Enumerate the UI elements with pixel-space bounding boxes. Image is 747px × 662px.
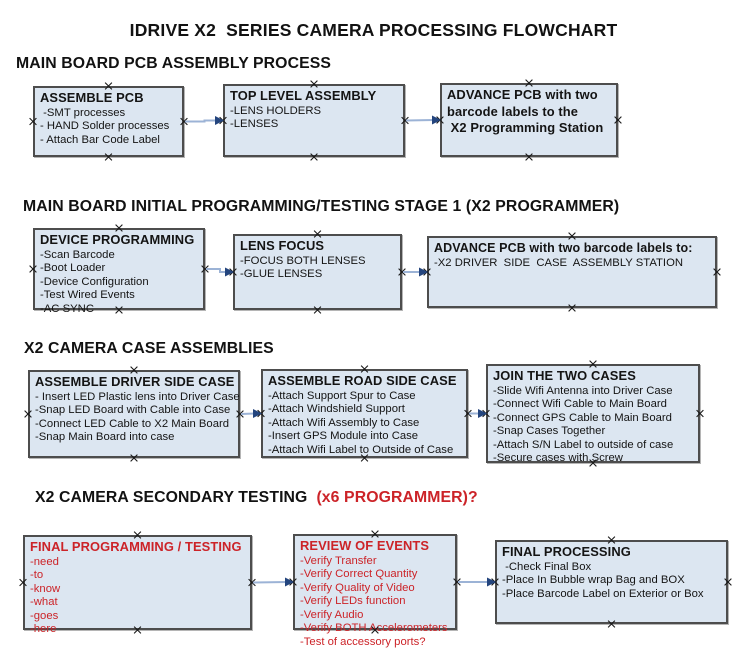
flow-arrow	[469, 409, 487, 418]
box-item: -Place In Bubble wrap Bag and BOX	[502, 574, 685, 586]
box-title-line: ASSEMBLE PCB	[40, 90, 144, 105]
flow-arrow	[185, 116, 224, 125]
section-heading-text: MAIN BOARD INITIAL PROGRAMMING/TESTING S…	[23, 198, 620, 215]
box-item: -GLUE LENSES	[240, 268, 323, 280]
box-title-line: FINAL PROGRAMMING / TESTING	[30, 539, 242, 554]
box-title-line: barcode labels to the	[447, 103, 579, 119]
box-item: -Connect GPS Cable to Main Board	[493, 411, 672, 424]
box-item: -Scan Barcode	[40, 248, 115, 261]
flow-box-final-processing: FINAL PROCESSING -Check Final Box-Place …	[495, 540, 728, 624]
box-title-line: ADVANCE PCB with two barcode labels to:	[434, 241, 693, 255]
box-item: -to	[30, 569, 44, 581]
box-title-line: DEVICE PROGRAMMING	[40, 232, 195, 247]
flow-box-assemble-driver-side-case: ASSEMBLE DRIVER SIDE CASE- Insert LED Pl…	[28, 370, 240, 458]
flow-box-advance-pcb-to-driver-side-station: ADVANCE PCB with two barcode labels to:-…	[427, 236, 717, 308]
box-item: -Insert GPS Module into Case	[268, 430, 419, 442]
section-heading-main-board-pcb-assembly: MAIN BOARD PCB ASSEMBLY PROCESS	[16, 55, 331, 73]
box-item: -Snap LED Board with Cable into Case	[35, 404, 231, 416]
flow-box-join-the-two-cases: JOIN THE TWO CASES-Slide Wifi Antenna in…	[486, 364, 700, 464]
flow-box-lens-focus: LENS FOCUS-FOCUS BOTH LENSES-GLUE LENSES	[233, 234, 402, 310]
box-item: -Check Final Box	[502, 560, 592, 573]
flow-box-top-level-assembly: TOP LEVEL ASSEMBLY-LENS HOLDERS-LENSES	[223, 84, 405, 157]
box-item: -Attach Wifi Label to Outside of Case	[268, 443, 454, 456]
section-heading-x2-camera-secondary-testing: X2 CAMERA SECONDARY TESTING (x6 PROGRAMM…	[35, 489, 478, 507]
box-item: - Insert LED Plastic lens into Driver Ca…	[35, 390, 240, 403]
box-item: -FOCUS BOTH LENSES	[240, 254, 366, 267]
flow-arrow	[240, 409, 262, 418]
flow-box-final-programming-testing: FINAL PROGRAMMING / TESTING-need-to-know…	[23, 535, 252, 635]
box-title-line: ASSEMBLE DRIVER SIDE CASE	[35, 374, 235, 389]
box-item: -Verify Quality of Video	[300, 581, 415, 594]
flow-arrow	[405, 115, 441, 125]
box-item: -SMT processes	[40, 106, 126, 119]
box-title-line: FINAL PROCESSING	[502, 544, 631, 559]
box-item: -Connect Wifi Cable to Main Board	[493, 398, 667, 410]
section-heading-x2-camera-case-assemblies: X2 CAMERA CASE ASSEMBLIES	[24, 340, 274, 358]
box-title-line: X2 Programming Station	[447, 120, 604, 135]
box-item: -Verify Transfer	[300, 554, 377, 567]
box-item: -Verify BOTH Accelerometers	[300, 622, 448, 634]
box-item: -Secure cases with Screw	[493, 452, 623, 464]
box-item: -goes	[30, 609, 59, 622]
box-item: -Verify Correct Quantity	[300, 568, 418, 580]
section-heading-suffix: (x6 PROGRAMMER)?	[316, 489, 478, 506]
box-item: -Test of accessory ports?	[300, 635, 426, 648]
flow-arrow	[252, 577, 294, 587]
flow-box-review-of-events: REVIEW OF EVENTS-Verify Transfer-Verify …	[293, 534, 457, 648]
box-item: -LENSES	[230, 118, 279, 130]
box-item: -Attach Wifi Assembly to Case	[268, 416, 420, 429]
section-heading-text: MAIN BOARD PCB ASSEMBLY PROCESS	[16, 55, 331, 72]
flow-arrow	[206, 267, 234, 277]
box-item: -X2 DRIVER SIDE CASE ASSEMBLY STATION	[434, 256, 684, 269]
box-item: -AC SYNC	[40, 302, 94, 315]
box-item: -Connect LED Cable to X2 Main Board	[35, 417, 230, 430]
box-item: -what	[30, 596, 58, 608]
box-item: -need	[30, 555, 59, 568]
box-item: -Test Wired Events	[40, 289, 135, 301]
flowchart-title: IDRIVE X2 SERIES CAMERA PROCESSING FLOWC…	[129, 20, 618, 40]
section-heading-text: X2 CAMERA SECONDARY TESTING	[35, 489, 317, 506]
box-item: -Device Configuration	[40, 275, 149, 288]
box-item: -Snap Main Board into case	[35, 431, 175, 443]
box-item: - Attach Bar Code Label	[40, 133, 160, 146]
box-item: -Attach Support Spur to Case	[268, 389, 416, 402]
box-item: -Boot Loader	[40, 262, 106, 274]
box-title-line: JOIN THE TWO CASES	[493, 368, 636, 383]
section-heading-text: X2 CAMERA CASE ASSEMBLIES	[24, 340, 274, 357]
box-item: -Verify LEDs function	[300, 595, 406, 607]
box-title-line: REVIEW OF EVENTS	[300, 538, 430, 553]
box-item: -Slide Wifi Antenna into Driver Case	[493, 384, 673, 397]
box-item: -here	[30, 623, 57, 635]
box-item: -Attach S/N Label to outside of case	[493, 438, 674, 451]
flow-arrow	[458, 577, 496, 587]
box-item: -Place Barcode Label on Exterior or Box	[502, 587, 704, 600]
box-title-line: LENS FOCUS	[240, 238, 325, 253]
flow-box-device-programming: DEVICE PROGRAMMING-Scan Barcode-Boot Loa…	[33, 228, 205, 315]
box-title-line: ADVANCE PCB with two	[447, 87, 598, 102]
flow-box-assemble-pcb: ASSEMBLE PCB -SMT processes- HAND Solder…	[33, 86, 184, 157]
box-item: -LENS HOLDERS	[230, 104, 322, 117]
box-item: -Verify Audio	[300, 608, 364, 621]
box-item: -know	[30, 582, 61, 595]
flow-box-assemble-road-side-case: ASSEMBLE ROAD SIDE CASE-Attach Support S…	[261, 369, 468, 458]
box-title-line: ASSEMBLE ROAD SIDE CASE	[268, 373, 457, 388]
box-item: - HAND Solder processes	[40, 120, 170, 132]
section-heading-main-board-initial-programming: MAIN BOARD INITIAL PROGRAMMING/TESTING S…	[23, 198, 619, 216]
box-title-line: TOP LEVEL ASSEMBLY	[230, 88, 377, 103]
box-item: -Attach Windshield Support	[268, 403, 405, 415]
box-item: -Snap Cases Together	[493, 425, 606, 437]
flow-arrow	[403, 267, 428, 277]
